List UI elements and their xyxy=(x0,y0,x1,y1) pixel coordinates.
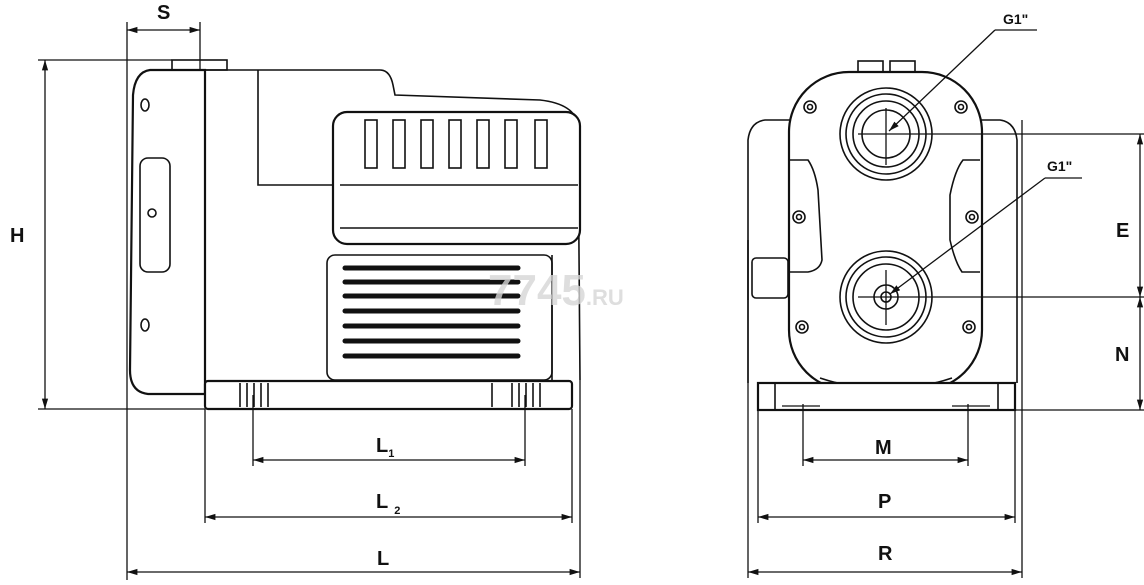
dimension-R: R xyxy=(747,120,1023,578)
label-E: E xyxy=(1116,220,1129,242)
housing-step xyxy=(257,70,335,186)
callout-inlet-G1: G1" xyxy=(889,158,1082,295)
dimension-N: N xyxy=(1015,297,1144,411)
dimension-L: L xyxy=(127,380,581,578)
label-L1: L1 xyxy=(376,435,394,460)
label-inlet-G1: G1" xyxy=(1047,158,1072,174)
cooling-fins xyxy=(342,265,521,359)
label-N: N xyxy=(1115,344,1129,366)
front-view: G1" G1" E N M P R xyxy=(747,11,1144,578)
dimension-H: H xyxy=(10,59,205,410)
pump-head xyxy=(128,68,207,396)
right-bracket xyxy=(949,159,980,273)
base-feet xyxy=(239,383,541,407)
label-P: P xyxy=(878,491,891,513)
dimension-M: M xyxy=(782,404,990,466)
cover-screws xyxy=(792,100,979,334)
label-L: L xyxy=(377,548,389,570)
callout-outlet-G1: G1" xyxy=(888,11,1037,132)
label-H: H xyxy=(10,225,24,247)
pump-head-boss xyxy=(139,157,171,273)
label-R: R xyxy=(878,543,893,565)
motor-wings xyxy=(747,119,1018,383)
watermark: 7745.RU xyxy=(488,266,624,315)
inlet-port xyxy=(839,250,1144,344)
cable-gland xyxy=(751,257,789,299)
dimension-E: E xyxy=(1116,134,1144,297)
label-M: M xyxy=(875,437,892,459)
dimension-S: S xyxy=(126,2,201,580)
dimension-P: P xyxy=(757,410,1016,523)
base-plate xyxy=(203,379,574,411)
label-outlet-G1: G1" xyxy=(1003,11,1028,27)
label-S: S xyxy=(157,2,170,24)
terminal-box xyxy=(331,110,582,246)
terminal-box-ribs xyxy=(364,119,548,169)
outlet-port xyxy=(839,87,1144,181)
left-bracket xyxy=(790,159,823,273)
dimension-L1: L1 xyxy=(252,395,526,466)
